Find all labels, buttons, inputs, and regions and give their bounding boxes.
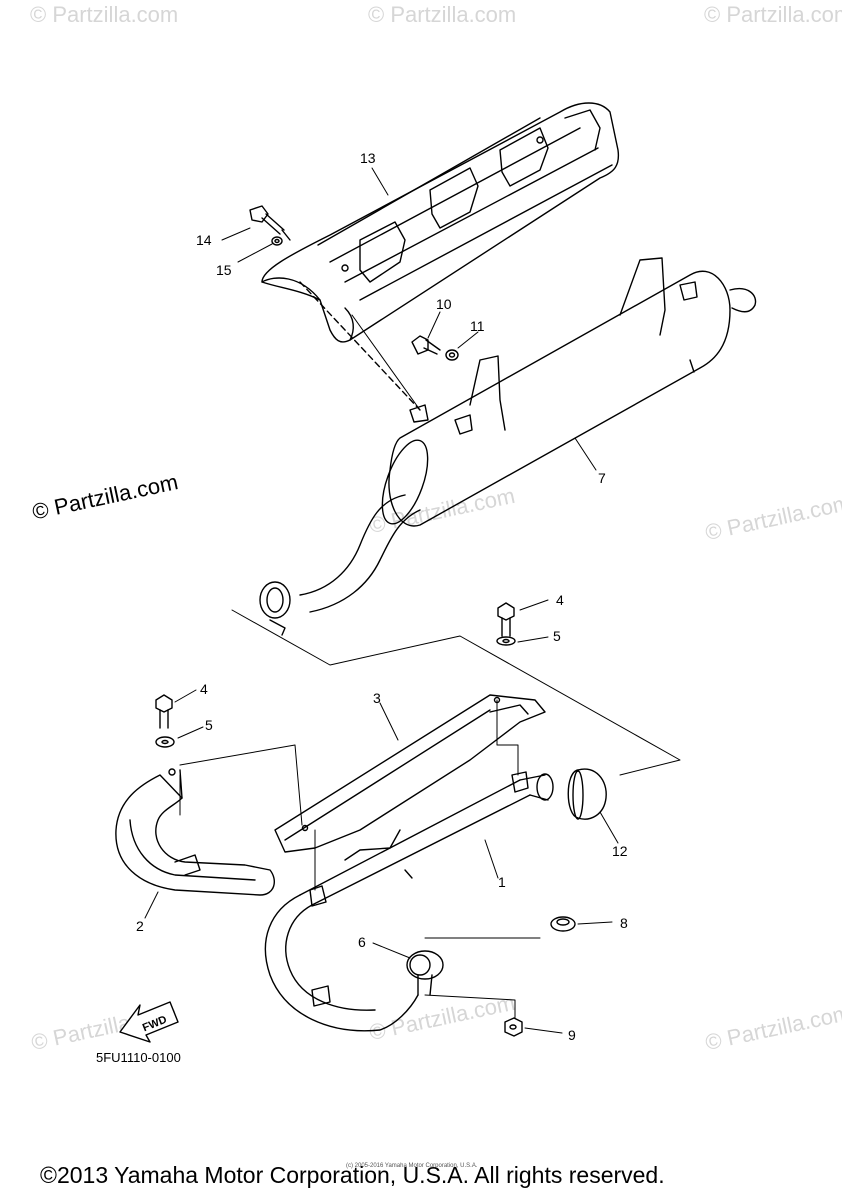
callout-leaders — [144, 167, 619, 1034]
callout-5: 5 — [553, 628, 561, 644]
assembly-leader-lines — [179, 314, 681, 1019]
callout-4: 4 — [200, 681, 208, 697]
callout-1: 1 — [498, 874, 506, 890]
diagram-code: 5FU1110-0100 — [96, 1050, 181, 1065]
callout-3: 3 — [373, 690, 381, 706]
watermark: © Partzilla.com — [368, 2, 517, 27]
forward-arrow-icon: FWD — [119, 1001, 179, 1043]
bracket-part-3 — [274, 694, 546, 861]
washer-part-11 — [445, 349, 459, 361]
washer-part-15 — [271, 236, 283, 246]
gasket-part-8 — [550, 916, 576, 932]
callout-15: 15 — [216, 262, 232, 278]
callout-6: 6 — [358, 934, 366, 950]
bolt-part-10 — [411, 335, 441, 355]
nut-part-9 — [504, 1017, 523, 1037]
heat-protector-part-13 — [261, 102, 620, 411]
callout-8: 8 — [620, 915, 628, 931]
bolt-part-14 — [249, 205, 291, 241]
gasket-part-6 — [406, 950, 444, 996]
small-copyright: (c) 2005-2016 Yamaha Motor Corporation, … — [346, 1163, 478, 1169]
copyright-notice: ©2013 Yamaha Motor Corporation, U.S.A. A… — [40, 1162, 665, 1188]
watermark: © Partzilla.com — [30, 2, 179, 27]
callout-12: 12 — [612, 843, 628, 859]
callout-4: 4 — [556, 592, 564, 608]
callout-10: 10 — [436, 296, 452, 312]
washer-part-5 — [155, 736, 175, 748]
callout-11: 11 — [470, 318, 485, 334]
watermark: © Partzilla.com — [704, 2, 842, 27]
callout-13: 13 — [360, 150, 376, 166]
callout-9: 9 — [568, 1027, 576, 1043]
bolt-part-4 — [497, 602, 515, 637]
washer-part-5 — [496, 636, 516, 646]
sleeve-part-12 — [567, 768, 607, 820]
bolt-part-4 — [155, 694, 173, 729]
exhaust-pipe-part-1 — [264, 771, 554, 1032]
protector-part-2 — [115, 768, 276, 896]
callout-5: 5 — [205, 717, 213, 733]
callout-7: 7 — [598, 470, 606, 486]
callout-2: 2 — [136, 918, 144, 934]
callout-14: 14 — [196, 232, 212, 248]
muffler-part-7 — [259, 257, 757, 636]
